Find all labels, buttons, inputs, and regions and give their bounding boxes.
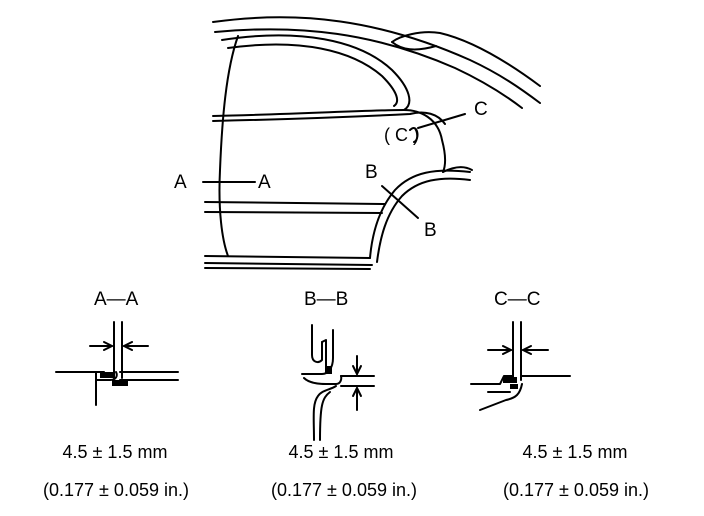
section-c-c-drawing [470, 321, 571, 411]
dimension-mm-c-c: 4.5 ± 1.5 mm [522, 442, 628, 462]
callout-a-right: A [258, 172, 271, 193]
rear-door-body-drawing [202, 16, 541, 270]
section-b-b-drawing [301, 324, 375, 441]
callout-b-bottom: B [424, 220, 437, 241]
dimension-mm-b-b: 4.5 ± 1.5 mm [288, 442, 394, 462]
dimension-in-c-c: (0.177 ± 0.059 in.) [503, 480, 649, 500]
callout-c-inner: ( C ) [384, 125, 419, 145]
leader-c [417, 113, 466, 129]
callout-c-outer: C [474, 99, 488, 120]
section-a-a-drawing [55, 321, 179, 406]
dimension-mm-a-a: 4.5 ± 1.5 mm [62, 442, 168, 462]
section-title-c-c: C—C [494, 289, 541, 310]
leader-b-b [381, 185, 419, 219]
section-title-b-b: B—B [304, 289, 349, 310]
callout-b-top: B [365, 162, 378, 183]
dimension-in-a-a: (0.177 ± 0.059 in.) [43, 480, 189, 500]
section-title-a-a: A—A [94, 289, 139, 310]
dimension-in-b-b: (0.177 ± 0.059 in.) [271, 480, 417, 500]
callout-a-left: A [174, 172, 187, 193]
